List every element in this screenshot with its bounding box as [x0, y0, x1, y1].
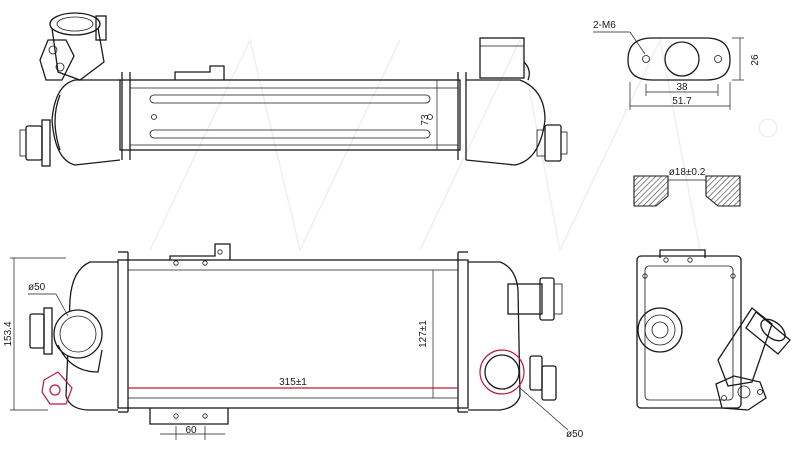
outlet-diameter-label: ø50 [566, 429, 584, 440]
right-tank-top [465, 79, 546, 166]
flange-outline [627, 37, 731, 81]
flange-width-label: 51.7 [672, 96, 692, 107]
section-left-wall [633, 175, 669, 207]
left-nut-top [25, 125, 43, 161]
left-tank-top [51, 79, 121, 166]
flange-bore [664, 41, 700, 77]
top-rail-lower [149, 129, 431, 139]
bolt-spacing-label: 38 [676, 82, 688, 93]
front-bottom-bracket [149, 408, 229, 425]
side-view [636, 249, 791, 411]
section-detail: ø18±0.2 [633, 167, 741, 207]
bracket-spacing-label: 60 [185, 425, 197, 436]
core-height-label: 127±1 [418, 320, 429, 348]
right-nut-top [544, 124, 562, 162]
top-rail-upper [149, 94, 431, 104]
front-right-upper-pipe [507, 283, 543, 315]
section-right-wall [705, 175, 741, 207]
side-frame [636, 255, 742, 409]
flange-detail: 2-M6 26 38 51.7 [593, 20, 761, 110]
core-length-label: 315±1 [279, 377, 307, 388]
front-left-flange [41, 371, 73, 405]
side-elbow-pipe [717, 307, 773, 387]
flange-height-label: 26 [750, 54, 761, 66]
top-core-body [119, 79, 461, 151]
left-flange-top [39, 39, 75, 81]
top-core-height-label: 73 [420, 114, 431, 126]
front-outlet-pipe [479, 349, 525, 395]
front-core-body [117, 259, 469, 409]
hole-diameter-label: ø18±0.2 [669, 167, 706, 178]
bolt-note-label: 2-M6 [593, 20, 616, 31]
top-view: 73 [19, 12, 568, 167]
right-outlet-pipe-top [479, 37, 525, 79]
side-flange [715, 375, 767, 411]
inlet-diameter-label: ø50 [28, 282, 46, 293]
side-nut [637, 307, 683, 353]
overall-height-label: 153.4 [3, 321, 14, 346]
front-inlet-pipe [53, 309, 103, 359]
front-view: 127±1 315±1 ø50 153.4 [3, 243, 584, 440]
front-right-tank [468, 261, 521, 411]
front-top-bracket [169, 243, 231, 260]
